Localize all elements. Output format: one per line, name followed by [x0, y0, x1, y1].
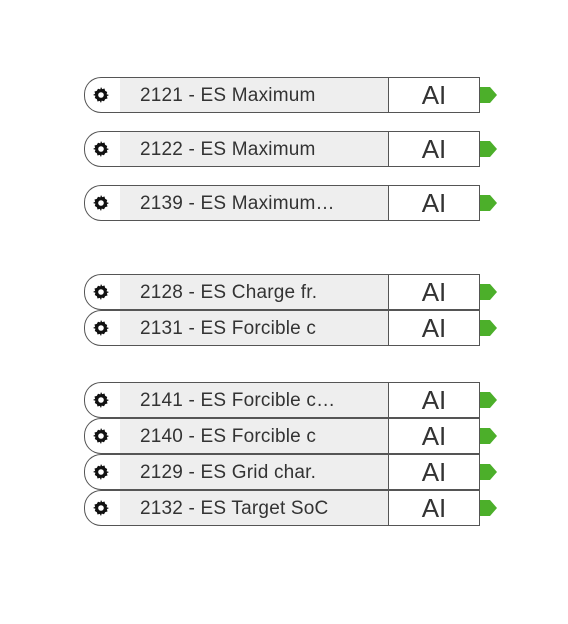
block-body[interactable]: 2139 - ES Maximum…: [120, 185, 388, 221]
block-label: 2131 - ES Forcible c: [140, 318, 317, 339]
output-port-icon[interactable]: [480, 193, 498, 213]
function-block[interactable]: 2139 - ES Maximum… AI: [84, 185, 497, 221]
block-label: 2132 - ES Target SoC: [140, 498, 329, 519]
block-label: 2121 - ES Maximum: [140, 85, 316, 106]
gear-icon[interactable]: [92, 463, 110, 481]
block-type: AI: [421, 188, 447, 218]
block-label: 2129 - ES Grid char.: [140, 462, 317, 483]
block-type: AI: [421, 421, 447, 451]
function-block[interactable]: 2131 - ES Forcible c AI: [84, 310, 497, 346]
function-block[interactable]: 2122 - ES Maximum AI: [84, 131, 497, 167]
block-label: 2141 - ES Forcible c…: [140, 390, 336, 411]
block-type-box: AI: [388, 490, 480, 526]
output-port-icon[interactable]: [480, 390, 498, 410]
output-port-icon[interactable]: [480, 498, 498, 518]
block-body[interactable]: 2140 - ES Forcible c: [120, 418, 416, 454]
function-block[interactable]: 2129 - ES Grid char. AI: [84, 454, 497, 490]
block-type-box: AI: [388, 310, 480, 346]
block-type: AI: [421, 457, 447, 487]
output-port-icon[interactable]: [480, 426, 498, 446]
function-block[interactable]: 2141 - ES Forcible c… AI: [84, 382, 497, 418]
block-type: AI: [421, 277, 447, 307]
function-block[interactable]: 2121 - ES Maximum AI: [84, 77, 497, 113]
block-body[interactable]: 2141 - ES Forcible c…: [120, 382, 388, 418]
block-type-box: AI: [388, 77, 480, 113]
block-label: 2139 - ES Maximum…: [140, 193, 335, 214]
function-block[interactable]: 2128 - ES Charge fr. AI: [84, 274, 497, 310]
function-block[interactable]: 2132 - ES Target SoC AI: [84, 490, 497, 526]
block-type-box: AI: [388, 454, 480, 490]
gear-icon[interactable]: [92, 319, 110, 337]
gear-icon[interactable]: [92, 391, 110, 409]
block-type-box: AI: [388, 131, 480, 167]
function-block[interactable]: 2140 - ES Forcible c AI: [84, 418, 497, 454]
gear-icon[interactable]: [92, 499, 110, 517]
block-type-box: AI: [388, 418, 480, 454]
gear-icon[interactable]: [92, 427, 110, 445]
output-port-icon[interactable]: [480, 282, 498, 302]
output-port-icon[interactable]: [480, 139, 498, 159]
block-body[interactable]: 2121 - ES Maximum: [120, 77, 416, 113]
output-port-icon[interactable]: [480, 318, 498, 338]
block-type: AI: [421, 313, 447, 343]
block-type-box: AI: [388, 382, 480, 418]
block-type: AI: [421, 385, 447, 415]
block-body[interactable]: 2132 - ES Target SoC: [120, 490, 416, 526]
block-body[interactable]: 2128 - ES Charge fr.: [120, 274, 416, 310]
block-body[interactable]: 2129 - ES Grid char.: [120, 454, 416, 490]
block-type: AI: [421, 493, 447, 523]
block-body[interactable]: 2131 - ES Forcible c: [120, 310, 416, 346]
output-port-icon[interactable]: [480, 462, 498, 482]
gear-icon[interactable]: [92, 283, 110, 301]
block-body[interactable]: 2122 - ES Maximum: [120, 131, 416, 167]
block-type-box: AI: [388, 274, 480, 310]
block-type: AI: [421, 80, 447, 110]
block-label: 2122 - ES Maximum: [140, 139, 316, 160]
block-type: AI: [421, 134, 447, 164]
gear-icon[interactable]: [92, 194, 110, 212]
block-label: 2140 - ES Forcible c: [140, 426, 317, 447]
block-type-box: AI: [388, 185, 480, 221]
gear-icon[interactable]: [92, 86, 110, 104]
block-label: 2128 - ES Charge fr.: [140, 282, 318, 303]
gear-icon[interactable]: [92, 140, 110, 158]
output-port-icon[interactable]: [480, 85, 498, 105]
